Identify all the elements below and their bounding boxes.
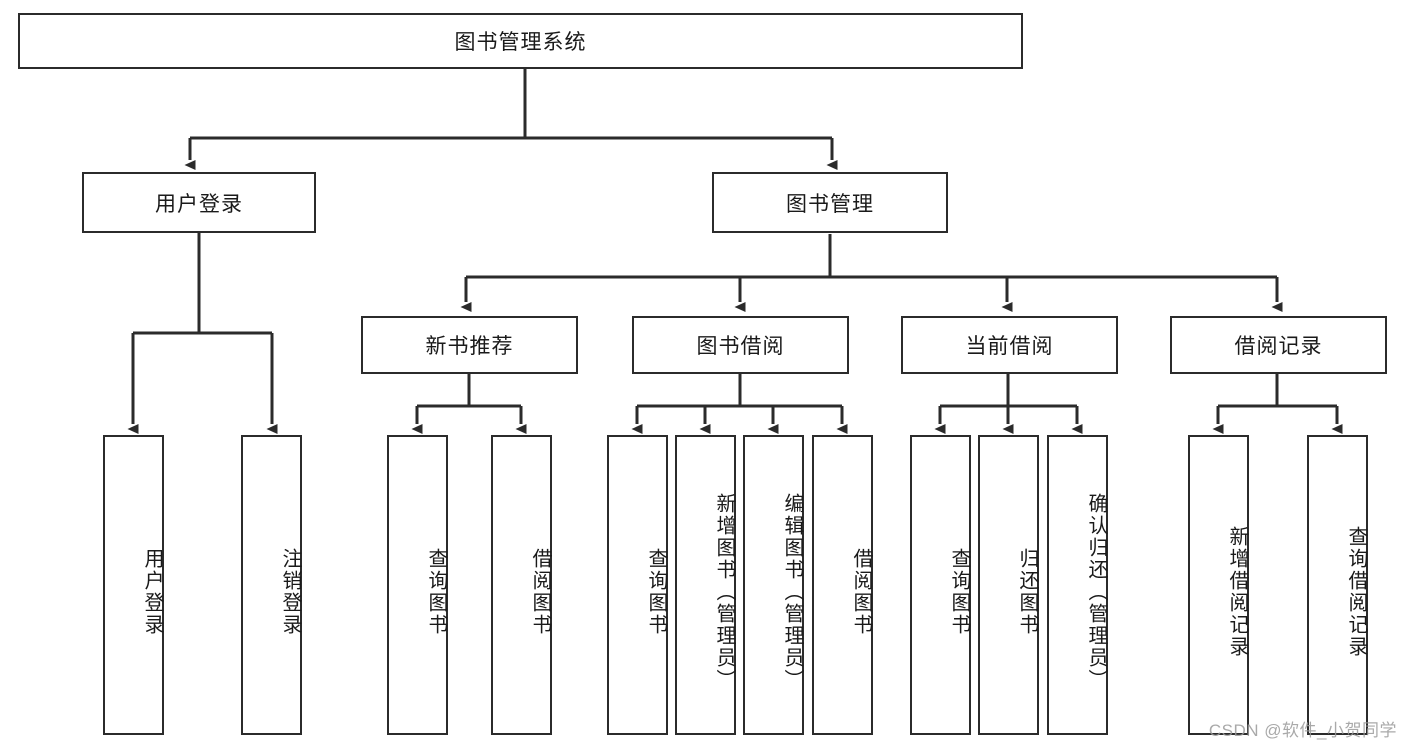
node-book-manage[interactable]: 图书管理 — [712, 172, 948, 233]
leaf-query-book-1-label: 查询图书 — [425, 548, 447, 636]
node-user-login[interactable]: 用户登录 — [82, 172, 316, 233]
leaf-user-login[interactable]: 用户登录 — [103, 435, 164, 735]
node-book-borrow[interactable]: 图书借阅 — [632, 316, 849, 374]
leaf-query-borrow-record-label: 查询借阅记录 — [1345, 526, 1367, 658]
leaf-query-book-1[interactable]: 查询图书 — [387, 435, 448, 735]
leaf-confirm-return[interactable]: 确认归还（管理员） — [1047, 435, 1108, 735]
node-book-borrow-label: 图书借阅 — [696, 335, 785, 358]
leaf-query-book-3[interactable]: 查询图书 — [910, 435, 971, 735]
node-user-login-label: 用户登录 — [155, 192, 243, 216]
node-current-borrow-label: 当前借阅 — [965, 335, 1054, 358]
leaf-borrow-book-2[interactable]: 借阅图书 — [812, 435, 873, 735]
node-root[interactable]: 图书管理系统 — [18, 13, 1023, 69]
edge-group-root — [184, 69, 838, 170]
leaf-return-book[interactable]: 归还图书 — [978, 435, 1039, 735]
leaf-borrow-book-1-label: 借阅图书 — [529, 548, 551, 636]
leaf-logout-login[interactable]: 注销登录 — [241, 435, 302, 735]
edge-group-book-borrow — [631, 374, 848, 434]
node-current-borrow[interactable]: 当前借阅 — [901, 316, 1118, 374]
leaf-confirm-return-label: 确认归还（管理员） — [1085, 493, 1107, 691]
edge-group-current-borrow — [934, 374, 1083, 434]
leaf-user-login-label: 用户登录 — [141, 548, 163, 636]
edge-group-book-manage — [460, 234, 1283, 312]
leaf-add-borrow-record[interactable]: 新增借阅记录 — [1188, 435, 1249, 735]
leaf-edit-book-label: 编辑图书（管理员） — [781, 493, 803, 691]
node-borrow-record[interactable]: 借阅记录 — [1170, 316, 1387, 374]
leaf-add-book-label: 新增图书（管理员） — [713, 493, 735, 691]
edge-group-user-login — [127, 233, 278, 434]
leaf-query-book-3-label: 查询图书 — [948, 548, 970, 636]
node-new-book-recommend[interactable]: 新书推荐 — [361, 316, 578, 374]
leaf-logout-login-label: 注销登录 — [279, 548, 301, 636]
node-new-book-recommend-label: 新书推荐 — [425, 335, 514, 358]
leaf-query-book-2-label: 查询图书 — [645, 548, 667, 636]
leaf-add-book[interactable]: 新增图书（管理员） — [675, 435, 736, 735]
node-root-label: 图书管理系统 — [454, 31, 587, 54]
edge-group-borrow-record — [1212, 374, 1343, 434]
leaf-return-book-label: 归还图书 — [1016, 548, 1038, 636]
node-borrow-record-label: 借阅记录 — [1234, 335, 1323, 358]
leaf-add-borrow-record-label: 新增借阅记录 — [1226, 526, 1248, 658]
leaf-query-book-2[interactable]: 查询图书 — [607, 435, 668, 735]
leaf-borrow-book-2-label: 借阅图书 — [850, 548, 872, 636]
node-book-manage-label: 图书管理 — [786, 192, 874, 216]
leaf-edit-book[interactable]: 编辑图书（管理员） — [743, 435, 804, 735]
edge-group-new-book-recommend — [411, 374, 527, 434]
leaf-borrow-book-1[interactable]: 借阅图书 — [491, 435, 552, 735]
leaf-query-borrow-record[interactable]: 查询借阅记录 — [1307, 435, 1368, 735]
